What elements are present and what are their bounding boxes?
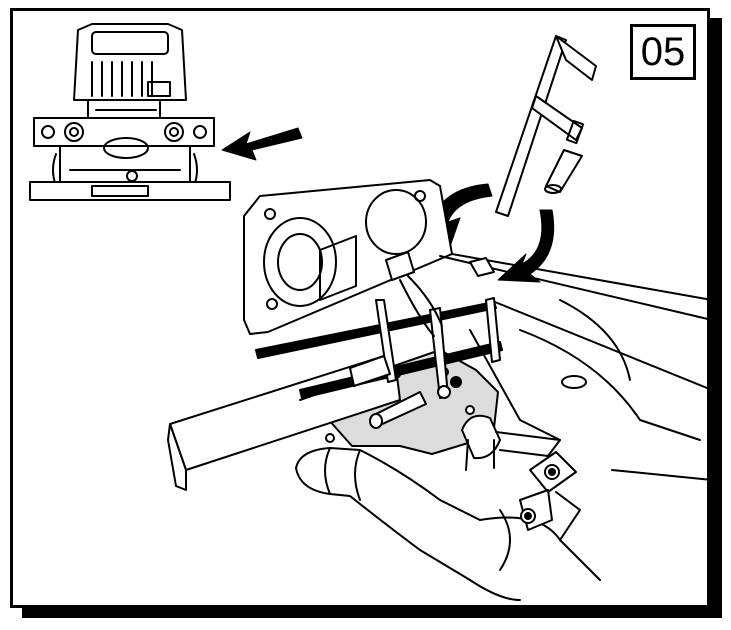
exhaust-hanger bbox=[519, 451, 581, 541]
clamp-arms bbox=[349, 275, 501, 429]
lamp-housing bbox=[243, 179, 453, 335]
exhaust-pipe bbox=[295, 447, 601, 601]
step-number: 05 bbox=[640, 29, 686, 74]
template-strip bbox=[299, 341, 503, 399]
bar-clamp-icon bbox=[495, 35, 597, 217]
instruction-panel bbox=[10, 8, 710, 608]
truck-front-chassis-icon bbox=[29, 23, 231, 201]
step-number-badge: 05 bbox=[630, 24, 696, 80]
chassis-frame bbox=[439, 253, 713, 481]
frame-bracket bbox=[461, 414, 561, 471]
arrow-icon bbox=[221, 127, 303, 161]
arrow-icon bbox=[497, 209, 555, 283]
